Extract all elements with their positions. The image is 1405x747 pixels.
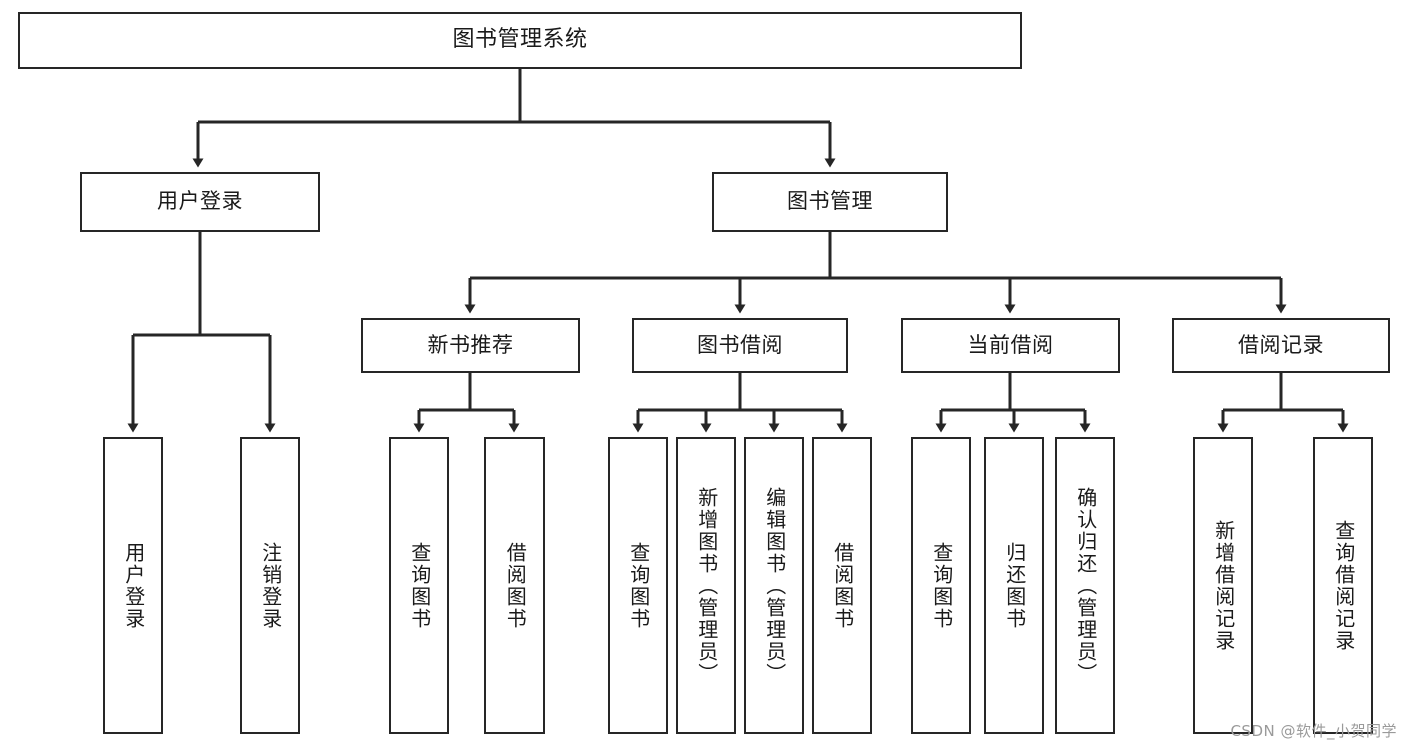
node-leaf-logout[interactable]: 注销登录 bbox=[240, 437, 300, 734]
node-new-book-recommend[interactable]: 新书推荐 bbox=[361, 318, 580, 373]
node-borrow-record[interactable]: 借阅记录 bbox=[1172, 318, 1390, 373]
node-leaf-query-record-label: 查询借阅记录 bbox=[1331, 519, 1356, 652]
node-leaf-add-record[interactable]: 新增借阅记录 bbox=[1193, 437, 1253, 734]
node-leaf-logout-label: 注销登录 bbox=[258, 541, 283, 630]
node-root-book-management-system[interactable]: 图书管理系统 bbox=[18, 12, 1022, 69]
node-leaf-borrow-book-1-label: 借阅图书 bbox=[503, 541, 528, 630]
node-leaf-user-login[interactable]: 用户登录 bbox=[103, 437, 163, 734]
node-leaf-add-book[interactable]: 新增图书（管理员） bbox=[676, 437, 736, 734]
node-leaf-query-book-3-label: 查询图书 bbox=[929, 541, 954, 630]
node-user-login[interactable]: 用户登录 bbox=[80, 172, 320, 232]
node-leaf-query-record[interactable]: 查询借阅记录 bbox=[1313, 437, 1373, 734]
node-borrow-record-label: 借阅记录 bbox=[1238, 332, 1324, 357]
node-book-manage[interactable]: 图书管理 bbox=[712, 172, 948, 232]
node-leaf-add-record-label: 新增借阅记录 bbox=[1211, 519, 1236, 652]
node-book-borrow-label: 图书借阅 bbox=[697, 332, 783, 357]
node-leaf-query-book-1[interactable]: 查询图书 bbox=[389, 437, 449, 734]
node-leaf-borrow-book-2-label: 借阅图书 bbox=[830, 541, 855, 630]
node-leaf-query-book-2-label: 查询图书 bbox=[626, 541, 651, 630]
csdn-watermark: CSDN @软件_小贺同学 bbox=[1230, 722, 1397, 740]
node-leaf-query-book-2[interactable]: 查询图书 bbox=[608, 437, 668, 734]
node-root-label: 图书管理系统 bbox=[452, 27, 588, 53]
node-leaf-edit-book-label: 编辑图书（管理员） bbox=[762, 486, 787, 685]
node-leaf-return-book[interactable]: 归还图书 bbox=[984, 437, 1044, 734]
node-leaf-confirm-return[interactable]: 确认归还（管理员） bbox=[1055, 437, 1115, 734]
node-leaf-edit-book[interactable]: 编辑图书（管理员） bbox=[744, 437, 804, 734]
node-current-borrow-label: 当前借阅 bbox=[967, 332, 1054, 357]
node-new-book-recommend-label: 新书推荐 bbox=[427, 332, 514, 357]
node-leaf-add-book-label: 新增图书（管理员） bbox=[694, 486, 719, 685]
node-leaf-borrow-book-2[interactable]: 借阅图书 bbox=[812, 437, 872, 734]
node-leaf-confirm-return-label: 确认归还（管理员） bbox=[1073, 486, 1098, 685]
node-leaf-query-book-3[interactable]: 查询图书 bbox=[911, 437, 971, 734]
node-leaf-query-book-1-label: 查询图书 bbox=[407, 541, 432, 630]
node-leaf-borrow-book-1[interactable]: 借阅图书 bbox=[484, 437, 545, 734]
node-current-borrow[interactable]: 当前借阅 bbox=[901, 318, 1120, 373]
node-leaf-return-book-label: 归还图书 bbox=[1002, 541, 1027, 630]
node-leaf-user-login-label: 用户登录 bbox=[121, 541, 146, 630]
node-book-manage-label: 图书管理 bbox=[787, 189, 873, 214]
node-book-borrow[interactable]: 图书借阅 bbox=[632, 318, 848, 373]
node-user-login-label: 用户登录 bbox=[157, 189, 243, 214]
